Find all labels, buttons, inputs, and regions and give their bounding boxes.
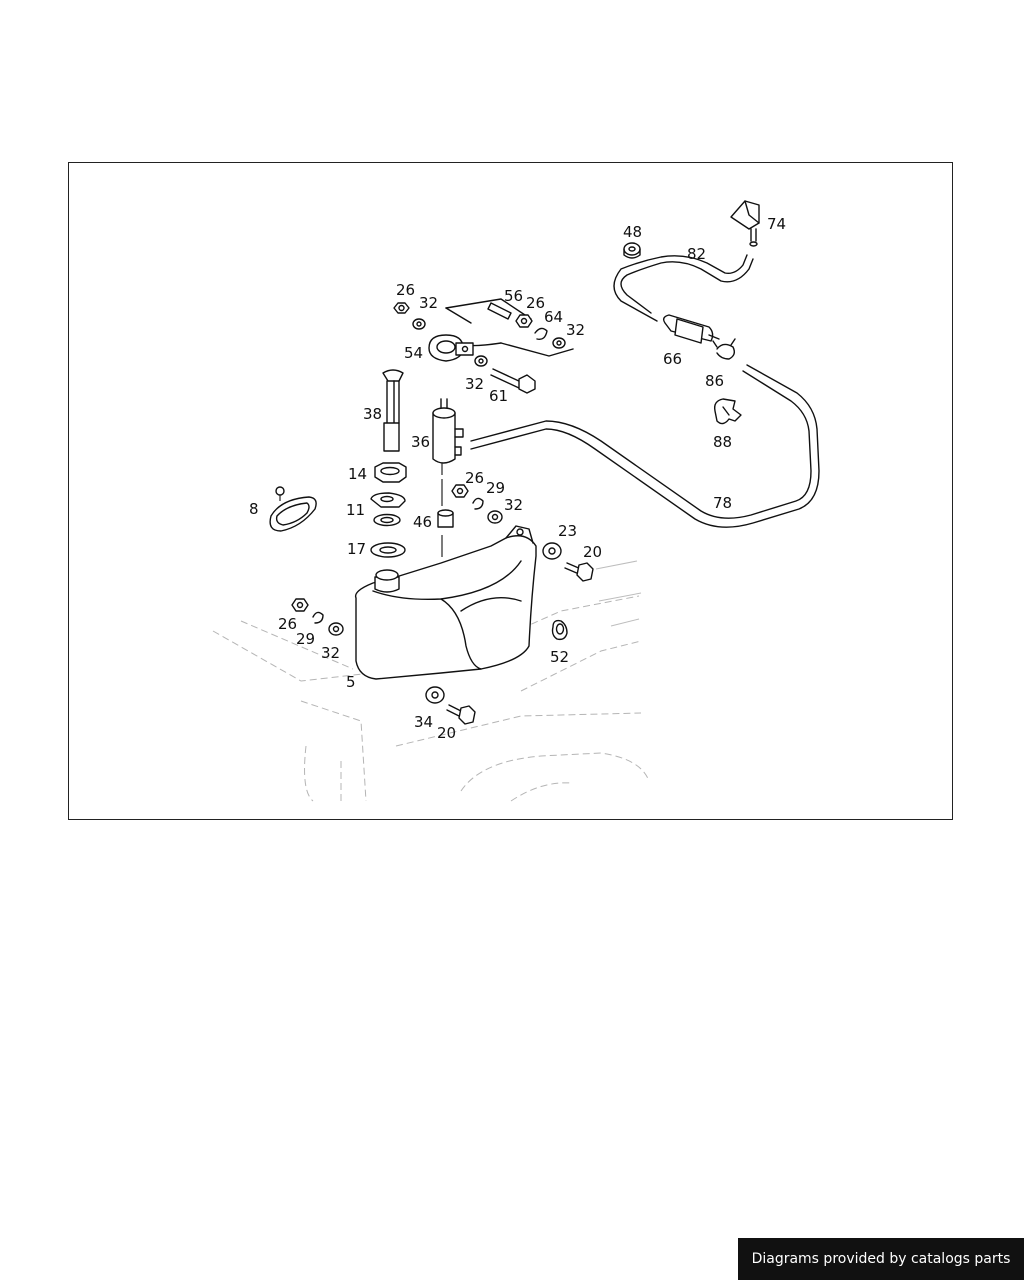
label-14: 14 — [348, 465, 367, 483]
label-61: 61 — [489, 387, 508, 405]
washer-32-left — [328, 622, 344, 636]
spray-nozzle-74 — [730, 200, 760, 247]
pin-56 — [487, 302, 512, 320]
grommet-46 — [437, 509, 454, 557]
label-64: 64 — [544, 308, 563, 326]
label-88: 88 — [713, 433, 732, 451]
label-78: 78 — [713, 494, 732, 512]
seal-ring-17 — [370, 542, 406, 558]
label-26-a: 26 — [396, 281, 415, 299]
label-48: 48 — [623, 223, 642, 241]
label-29-b: 29 — [296, 630, 315, 648]
washer-23 — [542, 542, 562, 560]
label-29-a: 29 — [486, 479, 505, 497]
label-86: 86 — [705, 372, 724, 390]
label-32-a: 32 — [419, 294, 438, 312]
hex-nut-14 — [374, 462, 407, 483]
label-82: 82 — [687, 245, 706, 263]
label-66: 66 — [663, 350, 682, 368]
hex-nut-26-mid — [451, 484, 469, 498]
hex-nut-26-top — [393, 302, 410, 314]
washer-32-mid — [474, 355, 488, 367]
label-20-b: 20 — [437, 724, 456, 742]
label-20-a: 20 — [583, 543, 602, 561]
level-sensor — [382, 369, 404, 452]
bolt-20-bottom — [446, 704, 476, 725]
label-32-c: 32 — [465, 375, 484, 393]
hose-78 — [470, 364, 820, 528]
mounting-bracket-54 — [428, 298, 574, 362]
label-32-e: 32 — [321, 644, 340, 662]
label-56: 56 — [504, 287, 523, 305]
hose-clip-86 — [712, 338, 736, 360]
label-17: 17 — [347, 540, 366, 558]
spring-washer-64 — [534, 327, 548, 341]
holder-clip-88 — [713, 398, 742, 425]
label-32-d: 32 — [504, 496, 523, 514]
label-26-b: 26 — [526, 294, 545, 312]
grommet-52 — [551, 619, 568, 641]
part-labels: 48 74 82 26 32 56 26 64 32 54 66 86 32 6… — [249, 215, 786, 742]
label-5: 5 — [346, 673, 356, 691]
spring-washer-29-mid — [472, 497, 484, 510]
washer-32-mid2 — [487, 510, 503, 524]
washer-34 — [425, 686, 445, 704]
label-34: 34 — [414, 713, 433, 731]
label-23: 23 — [558, 522, 577, 540]
spring-washer-29-left — [312, 611, 324, 624]
label-52: 52 — [550, 648, 569, 666]
credit-badge: Diagrams provided by catalogs parts — [738, 1238, 1024, 1280]
label-26-c: 26 — [465, 469, 484, 487]
check-valve-66 — [662, 314, 720, 344]
clip-11 — [370, 492, 406, 527]
hex-nut-26-left — [291, 598, 309, 612]
label-46: 46 — [413, 513, 432, 531]
label-74: 74 — [767, 215, 786, 233]
bolt-61 — [490, 368, 536, 394]
label-8: 8 — [249, 500, 259, 518]
label-11: 11 — [346, 501, 365, 519]
washer-32-top — [412, 318, 426, 330]
washer-reservoir-tank — [354, 525, 537, 680]
vehicle-body-outline — [212, 560, 650, 802]
cable-tie-8 — [269, 486, 317, 532]
washer-pump — [432, 398, 464, 506]
hex-nut-26-bracket — [515, 314, 533, 328]
label-38: 38 — [363, 405, 382, 423]
washer-32-bracket — [552, 337, 566, 349]
bolt-20-right — [564, 562, 594, 582]
label-54: 54 — [404, 344, 423, 362]
label-26-d: 26 — [278, 615, 297, 633]
parts-diagram: 48 74 82 26 32 56 26 64 32 54 66 86 32 6… — [212, 200, 820, 802]
hose-82 — [613, 254, 754, 322]
diagram-frame: 48 74 82 26 32 56 26 64 32 54 66 86 32 6… — [68, 162, 953, 820]
label-32-b: 32 — [566, 321, 585, 339]
credit-text: Diagrams provided by catalogs parts — [751, 1251, 1011, 1267]
grommet-48 — [623, 242, 641, 259]
label-36: 36 — [411, 433, 430, 451]
